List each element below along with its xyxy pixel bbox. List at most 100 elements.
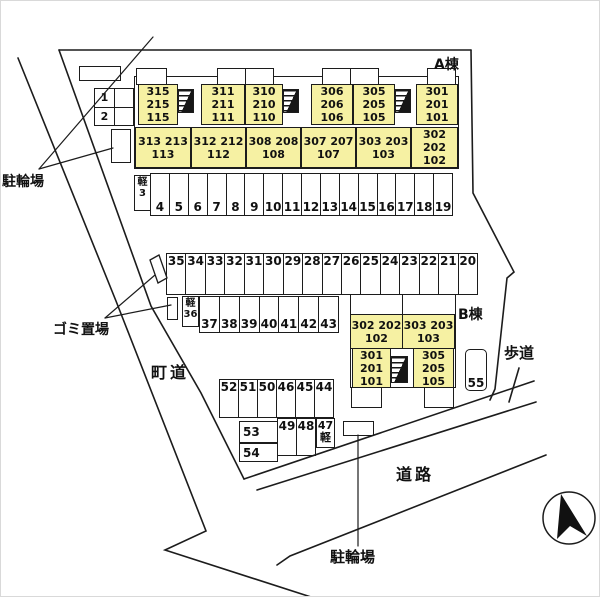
parking-stall: 32 xyxy=(225,254,245,294)
parking-stall: 28 xyxy=(303,254,323,294)
parking-stall: 4 xyxy=(151,174,170,215)
parking-stall: 18 xyxy=(415,174,435,215)
parking-stall: 30 xyxy=(264,254,284,294)
parking-stall: 29 xyxy=(284,254,304,294)
parking-stall: 5 xyxy=(170,174,189,215)
unit-cell: 302 202 102 xyxy=(350,314,403,349)
garbage-area-label: ゴミ置場 xyxy=(53,322,109,338)
sidewalk-label: 歩道 xyxy=(504,344,535,362)
parking-stall: 37 xyxy=(200,297,220,332)
town-road-label: 町道 xyxy=(151,363,190,382)
parking-stall: 22 xyxy=(420,254,440,294)
parking-stall: 48 xyxy=(297,419,315,433)
parking-stall: 23 xyxy=(400,254,420,294)
parking-stall: 27 xyxy=(323,254,342,294)
porch xyxy=(217,68,246,85)
parking-stall: 35 xyxy=(167,254,187,294)
porch xyxy=(322,68,351,85)
porch xyxy=(350,68,379,85)
garbage-area-rect-tilted xyxy=(149,254,168,284)
porch xyxy=(351,387,382,408)
parking-stall: 8 xyxy=(227,174,246,215)
porch xyxy=(245,68,274,85)
unit-cell: 303 203 103 xyxy=(356,127,411,168)
parking-stall: 24 xyxy=(381,254,401,294)
parking-stall: 51 xyxy=(239,380,258,417)
garbage-area-rect xyxy=(167,297,178,320)
road-label: 道路 xyxy=(396,465,435,484)
porch xyxy=(136,68,167,85)
parking-stall: 11 xyxy=(283,174,302,215)
parking-stall: 15 xyxy=(359,174,378,215)
parking-stall: 49 xyxy=(278,419,297,455)
unit-cell: 302 202 102 xyxy=(411,127,458,168)
parking-stall-kei36: 軽 36 xyxy=(182,296,199,327)
parking-stall: 13 xyxy=(321,174,340,215)
unit-cell: 313 213 113 xyxy=(135,127,191,168)
parking-stall-54: 54 xyxy=(239,443,278,462)
parking-stall-kei3: 軽 3 xyxy=(134,175,151,211)
parking-stall: 31 xyxy=(245,254,265,294)
parking-stall: 14 xyxy=(340,174,359,215)
carport-box-1-2: 1 2 xyxy=(94,88,134,126)
parking-stall-53: 53 xyxy=(239,421,278,443)
carport-row: 2 xyxy=(95,107,133,125)
porch xyxy=(402,294,456,315)
parking-stall: 42 xyxy=(299,297,320,332)
parking-stall: 50 xyxy=(258,380,277,417)
parking-stall: 10 xyxy=(264,174,284,215)
parking-stall: 16 xyxy=(378,174,397,215)
unit-cell: 312 212 112 xyxy=(191,127,246,168)
unit-cell: 310 210 110 xyxy=(245,84,283,125)
parking-stall: 19 xyxy=(434,200,452,214)
stairs-icon xyxy=(283,89,299,113)
building-a-label: A棟 xyxy=(434,57,459,73)
unit-cell: 311 211 111 xyxy=(201,84,245,125)
carport-number: 2 xyxy=(95,107,115,125)
unit-cell: 315 215 115 xyxy=(138,84,178,125)
parking-stall: 7 xyxy=(208,174,227,215)
leader-line xyxy=(38,147,114,170)
parking-stall: 26 xyxy=(342,254,362,294)
bicycle-parking-area-mid xyxy=(111,129,131,163)
bicycle-parking-label-bottom: 駐輪場 xyxy=(330,548,376,566)
unit-cell: 301 201 101 xyxy=(352,348,391,388)
porch xyxy=(350,294,403,315)
unit-cell: 303 203 103 xyxy=(402,314,455,349)
boundary-tick xyxy=(508,367,520,403)
carport-row: 1 xyxy=(95,89,133,108)
parking-stall: 33 xyxy=(206,254,226,294)
parking-stall: 17 xyxy=(396,174,416,215)
leader-line xyxy=(104,304,172,319)
unit-cell: 308 208 108 xyxy=(246,127,301,168)
bicycle-parking-area-bottom xyxy=(343,421,374,436)
parking-stall-55: 55 xyxy=(465,349,487,391)
parking-stall: 12 xyxy=(302,174,321,215)
bicycle-parking-label-top: 駐輪場 xyxy=(2,174,44,190)
building-b-label: B棟 xyxy=(458,307,483,323)
parking-stall: 52 xyxy=(220,380,239,417)
stairs-icon xyxy=(391,356,408,383)
parking-stall: 25 xyxy=(361,254,381,294)
parking-stall: 38 xyxy=(220,297,240,332)
parking-stall: 6 xyxy=(189,174,208,215)
stairs-icon xyxy=(178,89,194,113)
parking-stall: 40 xyxy=(260,297,280,332)
north-compass-icon xyxy=(542,491,596,545)
stairs-icon xyxy=(395,89,411,113)
unit-cell: 301 201 101 xyxy=(416,84,458,125)
unit-cell: 305 205 105 xyxy=(353,84,395,125)
parking-stall: 9 xyxy=(245,174,265,215)
parking-stall: 44 xyxy=(315,380,333,394)
parking-stall: 46 xyxy=(277,380,296,417)
parking-stall-47: 47 軽 xyxy=(316,418,335,448)
unit-cell: 307 207 107 xyxy=(301,127,356,168)
parking-stall: 39 xyxy=(240,297,260,332)
parking-stall: 34 xyxy=(186,254,206,294)
